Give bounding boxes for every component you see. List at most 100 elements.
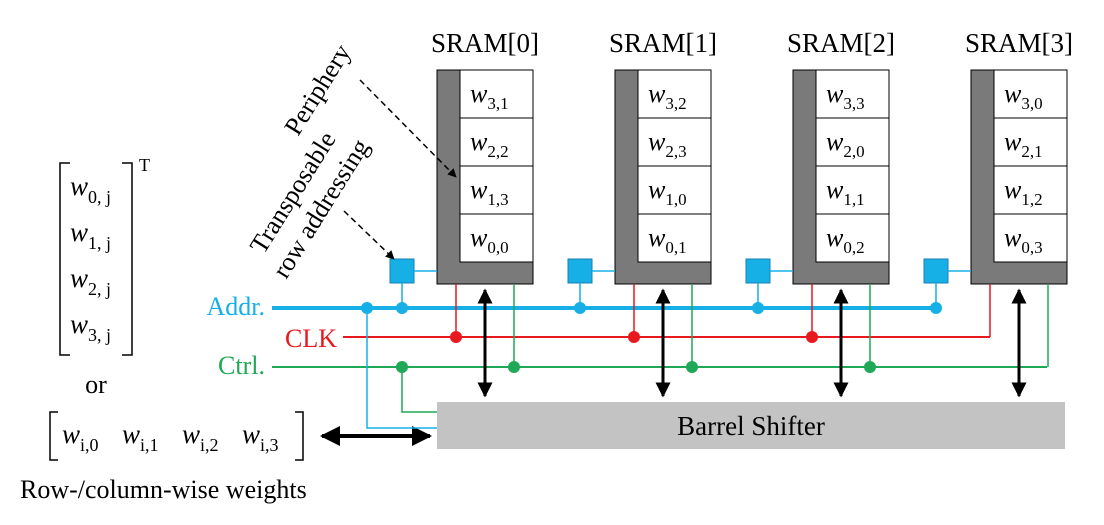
sram-cell-weight: w3,3 xyxy=(826,79,865,113)
weight-symbol: w xyxy=(70,309,88,339)
weight-column-index: 0 xyxy=(678,190,687,209)
or-label: or xyxy=(85,370,107,399)
weight-symbol: w xyxy=(826,127,844,156)
sram-block: SRAM[1]w3,2w2,3w1,0w0,1 xyxy=(567,28,717,398)
caption: Row-/column-wise weights xyxy=(20,475,307,504)
addr-label: Addr. xyxy=(207,292,266,321)
weight-symbol: w xyxy=(648,223,666,252)
weight-subscript: i,3 xyxy=(260,435,279,455)
sram-cell xyxy=(815,165,890,215)
ctrl-junction-dot xyxy=(864,361,876,373)
sram-cell-weight: w2,1 xyxy=(1004,127,1043,161)
weight-column-index: 2 xyxy=(1034,190,1043,209)
weight-symbol: w xyxy=(242,419,260,449)
sram-cell-weight: w2,3 xyxy=(648,127,687,161)
weight-row-index: 0 xyxy=(843,238,852,257)
weight-column-index: 3 xyxy=(1034,238,1043,257)
column-vector: T w0, jw1, jw2, jw3, j xyxy=(59,155,150,356)
row-address-unit xyxy=(389,258,415,284)
ctrl-junction-dot xyxy=(686,361,698,373)
sram-cell-weight: w2,0 xyxy=(826,127,865,161)
sram-cell xyxy=(815,69,890,119)
sram-cell xyxy=(637,117,712,167)
weight-subscript-comma: , xyxy=(852,94,856,113)
column-vector-entry: w2, j xyxy=(70,263,111,299)
weight-subscript: 0, j xyxy=(88,187,111,207)
sram-cell-weight: w1,2 xyxy=(1004,175,1043,209)
weight-column-index: 2 xyxy=(856,238,865,257)
weight-row-index: 2 xyxy=(843,142,852,161)
barrel-shifter-label: Barrel Shifter xyxy=(677,411,825,441)
weight-row-index: 2 xyxy=(1021,142,1030,161)
weight-row-index: 1 xyxy=(487,190,496,209)
sram-cell-weight: w1,3 xyxy=(470,175,509,209)
sram-cell xyxy=(459,213,534,263)
sram-cell-weight: w0,0 xyxy=(470,223,509,257)
weight-subscript-comma: , xyxy=(674,94,678,113)
weight-symbol: w xyxy=(1004,79,1022,108)
sram-cell-weight: w3,1 xyxy=(470,79,509,113)
weight-row-index: 0 xyxy=(665,238,674,257)
weight-column-index: 0 xyxy=(856,142,865,161)
weight-column-index: 1 xyxy=(1034,142,1043,161)
weight-column-index: 3 xyxy=(856,94,865,113)
weight-symbol: w xyxy=(470,79,488,108)
weight-subscript-comma: , xyxy=(1030,190,1034,209)
periphery-pointer-arrow xyxy=(359,79,457,178)
clk-junction-dot xyxy=(450,331,462,343)
weight-row-index: 1 xyxy=(843,190,852,209)
weight-subscript-comma: , xyxy=(674,238,678,257)
row-vector-entry: wi,3 xyxy=(242,419,279,455)
weight-row-index: 1 xyxy=(665,190,674,209)
weight-column-index: 0 xyxy=(500,238,509,257)
sram-title: SRAM[2] xyxy=(787,28,895,58)
weight-column-index: 2 xyxy=(500,142,509,161)
weight-subscript-comma: , xyxy=(1030,142,1034,161)
row-address-unit xyxy=(923,258,949,284)
sram-cell xyxy=(815,213,890,263)
weight-column-index: 1 xyxy=(500,94,509,113)
weight-column-index: 1 xyxy=(856,190,865,209)
addr-to-shifter-wire xyxy=(366,308,437,429)
column-vector-entry: w3, j xyxy=(70,309,111,345)
row-address-unit xyxy=(567,258,593,284)
addr-junction-dot xyxy=(575,303,585,313)
weight-column-index: 3 xyxy=(678,142,687,161)
weight-symbol: w xyxy=(1004,223,1022,252)
sram-cell xyxy=(993,213,1068,263)
sram-cell-weight: w2,2 xyxy=(470,127,509,161)
sram-cell-weight: w3,0 xyxy=(1004,79,1043,113)
weight-row-index: 0 xyxy=(487,238,496,257)
sram-cell-weight: w0,1 xyxy=(648,223,687,257)
weight-column-index: 0 xyxy=(1034,94,1043,113)
weight-symbol: w xyxy=(182,419,200,449)
weight-subscript: 3, j xyxy=(88,325,111,345)
sram-cell-weight: w1,0 xyxy=(648,175,687,209)
weight-column-index: 2 xyxy=(678,94,687,113)
weight-symbol: w xyxy=(1004,175,1022,204)
weight-subscript-comma: , xyxy=(852,190,856,209)
sram-title: SRAM[1] xyxy=(609,28,717,58)
sram-title: SRAM[0] xyxy=(431,28,539,58)
ctrl-to-shifter-wire xyxy=(401,367,437,413)
row-vector-entry: wi,2 xyxy=(182,419,219,455)
addr-junction-dot xyxy=(753,303,763,313)
clk-junction-dot xyxy=(628,331,640,343)
ctrl-label: Ctrl. xyxy=(218,351,265,380)
clk-junction-dot xyxy=(806,331,818,343)
weight-subscript-comma: , xyxy=(1030,238,1034,257)
weight-subscript-comma: , xyxy=(496,94,500,113)
weight-subscript: 1, j xyxy=(88,233,111,253)
weight-row-index: 1 xyxy=(1021,190,1030,209)
weight-symbol: w xyxy=(648,175,666,204)
weight-subscript: i,0 xyxy=(80,435,99,455)
weight-symbol: w xyxy=(1004,127,1022,156)
weight-symbol: w xyxy=(648,79,666,108)
weight-symbol: w xyxy=(70,217,88,247)
barrel-shifter-box xyxy=(437,402,1065,449)
sram-block: SRAM[3]w3,0w2,1w1,2w0,3 xyxy=(923,28,1073,398)
transpose-mark: T xyxy=(139,155,150,175)
